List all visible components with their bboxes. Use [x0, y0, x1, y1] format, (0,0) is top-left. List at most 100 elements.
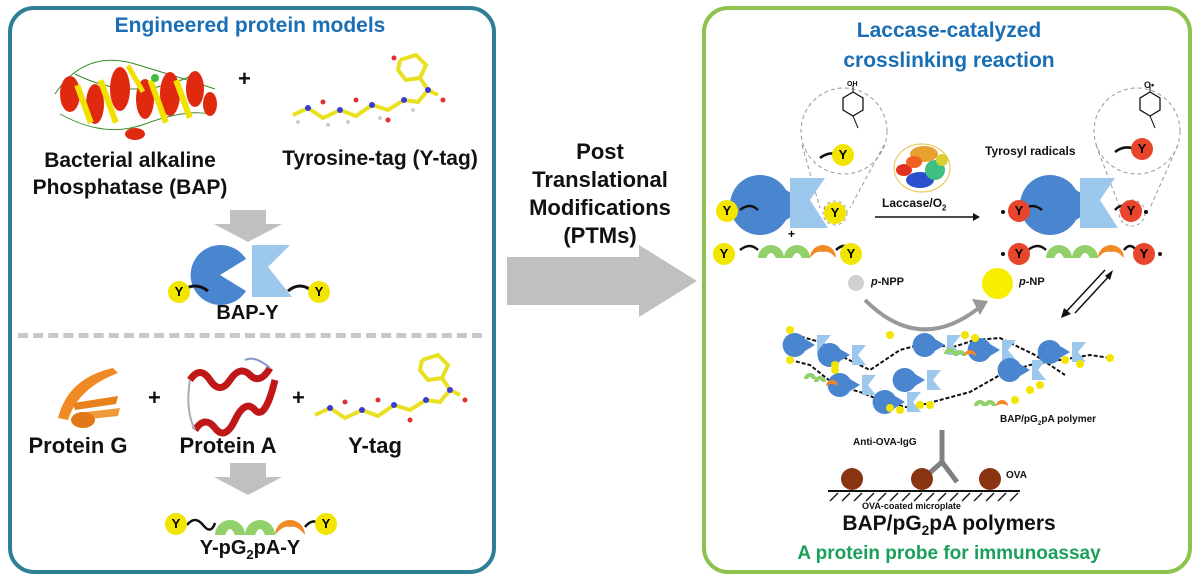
polymer-bap-light [1072, 342, 1086, 362]
ytag-short-label: Y-tag [348, 433, 402, 458]
polymer-protein-a [996, 400, 1008, 406]
polymer-tyrosine [1011, 396, 1019, 404]
fusion-label-sub: 2 [246, 547, 254, 562]
pnpp-italic: p [871, 276, 878, 288]
polymer-bap-dark [817, 343, 850, 367]
pnp-rest: -NP [1025, 276, 1045, 288]
radical-inset-node: Y [1131, 138, 1153, 160]
pnpp-circle [848, 275, 864, 291]
polymer-tyrosine [1106, 354, 1114, 362]
bap-label-line2: Phosphatase (BAP) [32, 176, 228, 199]
polymer-label: BAP/pG2pA polymer [1000, 414, 1096, 427]
ptm-line2: Translational [532, 167, 668, 192]
right-title-line2: crosslinking reaction [843, 49, 1055, 72]
pnp-label: p-NP [1019, 276, 1045, 288]
plus-sign: + [238, 66, 251, 91]
ova-molecule-2 [911, 468, 933, 490]
left-panel-title: Engineered protein models [114, 14, 386, 37]
products [1020, 175, 1137, 258]
bap-label: Bacterial alkaline Phosphatase (BAP) [15, 147, 245, 201]
polymer-bap-light [862, 375, 876, 395]
bap-label-line1: Bacterial alkaline [44, 149, 216, 172]
ova-label: OVA [1006, 470, 1027, 481]
polymer-protein-a [964, 350, 976, 356]
fusion-label-pre: Y-pG [199, 537, 247, 559]
reactant-y-2: Y [824, 202, 846, 224]
pnpp-rest: -NPP [877, 276, 905, 288]
section-divider [18, 333, 482, 338]
tyrosine-node-right-2: Y [315, 513, 337, 535]
ptm-label: Post Translational Modifications (PTMs) [500, 138, 700, 250]
polymer-bap-dark [782, 333, 815, 357]
polymer-tyrosine [926, 401, 934, 409]
protein-a-structure-image [187, 357, 279, 437]
oradical-label: O• [1144, 80, 1155, 90]
laccase-label-pre: Laccase/O [882, 196, 943, 210]
radical-y-1: Y [1008, 200, 1030, 222]
radical-y-4: Y [1133, 243, 1155, 265]
protein-g-label: Protein G [28, 433, 128, 458]
polymer-tyrosine [1076, 360, 1084, 368]
ypg2pay-label: Y-pG2pA-Y [170, 537, 330, 562]
polymer-protein-g [944, 348, 956, 354]
polymer-tyrosine [886, 404, 894, 412]
polymer-bap-dark [1037, 340, 1070, 364]
ptm-line3: Modifications [529, 195, 671, 220]
ptm-arrow [507, 245, 697, 317]
reaction-arrow [875, 213, 980, 221]
laccase-reaction-panel [702, 6, 1192, 574]
polymer-tyrosine [916, 401, 924, 409]
fusion-label-post: pA-Y [253, 537, 301, 559]
polymer-label-pre: BAP/pG [1000, 414, 1038, 425]
polymer-bap-dark [912, 333, 945, 357]
polymer-tyrosine [886, 331, 894, 339]
polymer-backbone [789, 353, 1111, 410]
polymer-protein-g [984, 400, 996, 406]
ptm-line4: (PTMs) [563, 223, 637, 248]
laccase-structure-image [893, 143, 951, 193]
polymer-tyrosine [961, 331, 969, 339]
equilibrium-arrows [1061, 269, 1113, 318]
polymer-bap-light [907, 392, 921, 412]
bottom-title-sub: 2 [921, 523, 930, 539]
laccase-label: Laccase/O2 [882, 196, 946, 212]
reactant-y-3: Y [713, 243, 735, 265]
polymer-tyrosine [896, 406, 904, 414]
polymer-bap-light [852, 345, 866, 365]
polymer-bap-light [1002, 340, 1016, 360]
radical-dots [1001, 210, 1162, 256]
protein-g-structure-image [58, 368, 120, 428]
microplate-assay [828, 430, 1020, 502]
down-arrow-1 [214, 210, 282, 242]
oh-label: OH [847, 81, 858, 88]
pnp-circle [982, 268, 1013, 299]
polymer-protein-g [974, 400, 986, 406]
pnpp-conversion-arrow [863, 298, 988, 332]
tyrosine-inset-node: Y [832, 144, 854, 166]
radical-y-3: Y [1008, 243, 1030, 265]
polymer-tyrosine [786, 356, 794, 364]
reactant-y-1: Y [716, 200, 738, 222]
radical-y-2: Y [1120, 200, 1142, 222]
bap-y-label: BAP-Y [216, 302, 279, 324]
polymer-tyrosine [1061, 356, 1069, 364]
polymer-bap-light [927, 370, 941, 390]
plus-reactant: + [788, 227, 795, 241]
protein-a-label: Protein A [179, 433, 277, 458]
ptm-line1: Post [576, 139, 624, 164]
tyrosine-node-left-2: Y [165, 513, 187, 535]
reactant-y-4: Y [840, 243, 862, 265]
polymer-bap-dark [827, 373, 860, 397]
bap-structure-image [54, 59, 217, 140]
polymer-label-sub: 2 [1037, 420, 1042, 427]
polymer-bap-dark [967, 338, 1000, 362]
polymer-bap-dark [872, 390, 905, 414]
bottom-title-post: pA polymers [929, 512, 1056, 535]
pnpp-label: p-NPP [871, 276, 904, 288]
ytag-structure-image-2 [314, 352, 468, 423]
polymer-tyrosine [786, 326, 794, 334]
ova-molecule-3 [979, 468, 1001, 490]
polymer-label-post: pA polymer [1041, 414, 1097, 425]
tyrosine-node-left: Y [168, 281, 190, 303]
polymer-tyrosine [831, 366, 839, 374]
